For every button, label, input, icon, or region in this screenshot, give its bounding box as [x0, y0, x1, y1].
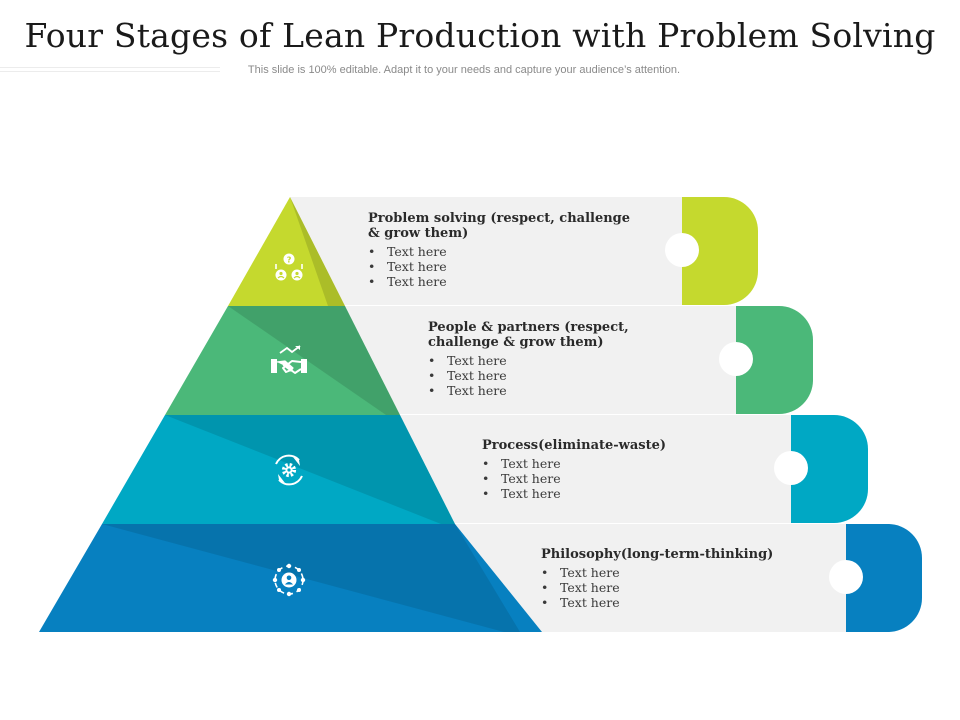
stage-2-bullet: Text here — [428, 368, 698, 383]
stage-3-bullets: Text here Text here Text here — [482, 456, 752, 501]
stage-4-bullet: Text here — [541, 565, 811, 580]
stage-4-text: Philosophy(long-term-thinking) Text here… — [541, 547, 811, 610]
svg-text:?: ? — [287, 256, 292, 265]
stage-2-title: People & partners (respect, challenge & … — [428, 320, 629, 350]
stage-4-bullet: Text here — [541, 595, 811, 610]
pyramid-tier-3 — [102, 415, 455, 524]
stage-3-tab-notch — [774, 451, 808, 485]
stage-1-text: Problem solving (respect, challenge & gr… — [368, 211, 638, 289]
stage-1-bullet: Text here — [368, 244, 638, 259]
pyramid-tier-4-shade — [102, 524, 520, 632]
stage-2-bullet: Text here — [428, 383, 698, 398]
stage-1-bullet: Text here — [368, 259, 638, 274]
stage-4-bullets: Text here Text here Text here — [541, 565, 811, 610]
stage-1-bullet: Text here — [368, 274, 638, 289]
stage-2-bullet: Text here — [428, 353, 698, 368]
pyramid-tier-2 — [165, 306, 400, 415]
problem-solving-people-icon: ? — [275, 253, 303, 281]
stage-2-tab-notch — [719, 342, 753, 376]
stage-3-title: Process(eliminate-waste) — [482, 438, 667, 453]
slide-title: Four Stages of Lean Production with Prob… — [24, 16, 936, 55]
stage-4-tab-notch — [829, 560, 863, 594]
stage-1-bullets: Text here Text here Text here — [368, 244, 638, 289]
decorative-line — [0, 67, 220, 68]
slide-subtitle: This slide is 100% editable. Adapt it to… — [247, 64, 681, 76]
stage-2-bullets: Text here Text here Text here — [428, 353, 698, 398]
pyramid-tier-2-shade — [228, 306, 400, 415]
stage-1-title: Problem solving (respect, challenge & gr… — [368, 211, 631, 241]
stage-2-text: People & partners (respect, challenge & … — [428, 320, 698, 398]
pyramid-tier-3-shade — [165, 415, 455, 524]
person-network-icon — [272, 563, 306, 597]
stage-3-bullet: Text here — [482, 486, 752, 501]
decorative-line — [0, 71, 220, 72]
stage-3-bullet: Text here — [482, 471, 752, 486]
stage-3-bullet: Text here — [482, 456, 752, 471]
pyramid-tier-1-shade — [290, 197, 345, 306]
stage-1-tab-notch — [665, 233, 699, 267]
pyramid-tier-1 — [228, 197, 345, 306]
handshake-growth-icon — [271, 345, 307, 374]
gear-cycle-icon — [275, 454, 303, 486]
stage-4-bullet: Text here — [541, 580, 811, 595]
stage-4-title: Philosophy(long-term-thinking) — [541, 547, 774, 562]
stage-3-text: Process(eliminate-waste) Text here Text … — [482, 438, 752, 501]
